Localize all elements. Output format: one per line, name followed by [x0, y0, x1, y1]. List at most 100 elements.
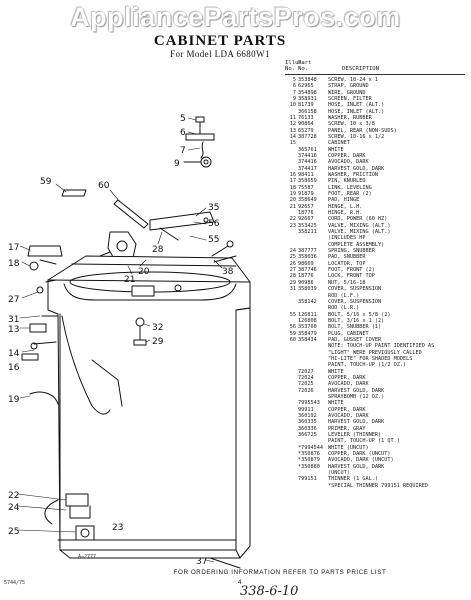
illus-no: 55	[289, 311, 296, 318]
table-row: COMPLETE ASSEMBLY)	[285, 242, 465, 248]
description: STRAP, GROUND	[328, 83, 369, 90]
callout-leaders	[17, 117, 223, 563]
part-no: 99911	[298, 406, 314, 413]
illus-no: 28	[289, 273, 296, 280]
part-no: 126811	[298, 311, 317, 318]
part-no: 387728	[298, 133, 317, 140]
cabinet-body	[47, 255, 251, 559]
table-row: (INCLUDES HP	[285, 235, 465, 241]
part-no: 72026	[298, 387, 314, 394]
callout-14: 14	[8, 349, 20, 359]
watermark: AppliancePartsPros.com	[70, 2, 401, 32]
description: FOOT, REAR (2)	[328, 191, 372, 197]
part-no: 90864	[298, 121, 314, 128]
header-no-1: No.	[285, 66, 296, 73]
illus-no: 56	[289, 324, 296, 331]
description: WHITE	[328, 368, 344, 375]
description: COPPER, DARK (UNCUT)	[328, 451, 391, 458]
callout-27: 27	[8, 295, 19, 305]
part-no: 366725	[298, 432, 317, 439]
description: LEVELER (THINNER)	[328, 432, 382, 439]
page-title: CABINET PARTS	[153, 33, 287, 49]
table-row: (UNCUT)	[285, 470, 465, 476]
part-no: 360192	[298, 413, 317, 420]
illus-no: 5	[292, 76, 296, 83]
part-no: 387777	[298, 248, 317, 255]
illus-no: 12	[289, 121, 296, 128]
illus-no: 17	[289, 178, 296, 185]
illus-no: 13	[289, 127, 296, 134]
power-cord-part	[29, 391, 241, 569]
part-no: 126808	[298, 317, 317, 324]
gusset-pad-part	[61, 189, 149, 229]
part-no: 81739	[298, 102, 314, 109]
illus-no: 29	[289, 279, 296, 286]
table-row: ROD (L.F.)	[285, 293, 465, 299]
part-no: 353425	[298, 222, 317, 229]
table-row: "HI-LITE" FOR SHADED MODELS	[285, 356, 465, 362]
illus-no: 20	[289, 197, 296, 204]
illus-no: 11	[289, 114, 296, 121]
description: COPPER, DARK	[328, 152, 366, 159]
description: AVOCADO, DARK	[328, 413, 369, 420]
description: SCREEN, FILTER	[328, 95, 372, 102]
description: AVOCADO, DARK (UNCUT)	[328, 457, 394, 464]
part-no: 358036	[298, 254, 317, 261]
description: COPPER, DARK	[328, 374, 366, 381]
part-no: 75587	[298, 184, 314, 191]
part-no: 90986	[298, 279, 314, 286]
illus-no: 19	[289, 191, 296, 197]
part-no: 353848	[298, 76, 317, 83]
side-small-parts	[21, 261, 59, 361]
table-row: NOTE: TOUCH-UP PAINT IDENTIFIED AS	[285, 343, 465, 349]
description: WIRE, GROUND	[328, 89, 366, 96]
description: PLUG, CABINET	[328, 330, 369, 337]
header-illus: Illus.	[285, 60, 306, 66]
illus-no: 15	[289, 140, 296, 147]
right-small-parts	[133, 240, 237, 346]
illus-no: 9	[292, 95, 296, 102]
callout-35: 35	[208, 203, 219, 213]
description: NOTE: TOUCH-UP PAINT IDENTIFIED AS	[328, 343, 435, 350]
part-no: *7994544	[298, 444, 323, 451]
part-no: 7995543	[298, 400, 320, 407]
illus-no	[285, 483, 298, 489]
description: CORD, POWER (60 HZ)	[328, 216, 388, 223]
page-number: 4	[238, 580, 242, 586]
callout-56: 56	[208, 219, 220, 229]
header-description: DESCRIPTION	[342, 66, 380, 73]
table-row: ROD (L.R.)	[285, 305, 465, 311]
description: PAINT, TOUCH-UP (1 QT.)	[328, 438, 400, 445]
description: BOLT, SNUBBER (1)	[328, 324, 382, 331]
illus-no: 27	[289, 267, 296, 274]
description: VALVE, MIXING (ALT.)	[328, 222, 391, 229]
description: WHITE	[328, 146, 344, 153]
description: WHITE	[328, 400, 344, 407]
handwritten-note: 338-6-10	[240, 584, 299, 599]
part-no: *350880	[298, 463, 320, 470]
description: HOSE, INLET (ALT.)	[328, 102, 385, 109]
part-no: 18776	[298, 273, 314, 280]
part-no: 358039	[298, 286, 317, 293]
callout-5: 5	[180, 114, 186, 124]
callout-21: 21	[124, 275, 135, 285]
